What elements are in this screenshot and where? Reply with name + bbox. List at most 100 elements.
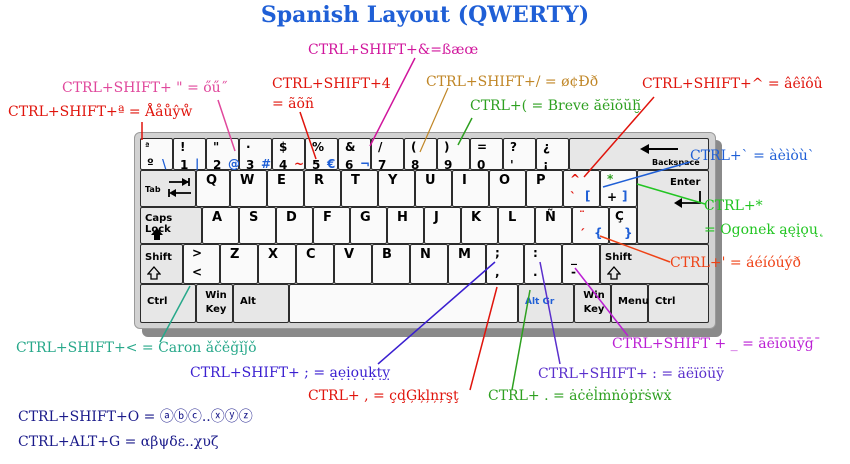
key-label: D [286, 210, 297, 225]
key-top-label: $ [279, 140, 288, 154]
left-shift-key[interactable]: Shift [140, 244, 183, 284]
key-top-label: / [378, 140, 383, 154]
backspace-key[interactable]: Backspace [569, 138, 709, 170]
key-grave[interactable]: ^ ` [ [563, 170, 600, 207]
key-x[interactable]: X [258, 244, 296, 284]
tab-arrows-icon [168, 178, 191, 197]
key-label: X [268, 247, 279, 262]
key-v[interactable]: V [334, 244, 372, 284]
connector-line [539, 261, 561, 365]
key-f[interactable]: F [313, 207, 350, 244]
key-i[interactable]: I [452, 170, 489, 207]
menu-label: Menu [618, 296, 649, 307]
key-a[interactable]: A [202, 207, 239, 244]
caps-lock-key[interactable]: Caps Lock [140, 207, 202, 244]
key-bottom-label: 4 [279, 158, 288, 172]
key-inverted-exclamation[interactable]: ¿ ¡ [536, 138, 569, 172]
key-w[interactable]: W [230, 170, 267, 207]
key-4[interactable]: $ 4 ~ [272, 138, 305, 172]
key-minus[interactable]: _ - [562, 244, 600, 284]
key-s[interactable]: S [239, 207, 276, 244]
key-altgr-label: } [624, 226, 633, 240]
menu-key[interactable]: Menu [611, 284, 649, 323]
annotation-circumflex: CTRL+SHIFT+^ = âêîôû [642, 76, 823, 92]
key-top-label: ¨ [579, 209, 585, 223]
key-d[interactable]: D [276, 207, 313, 244]
win-label: Win Key [205, 290, 227, 315]
key-b[interactable]: B [372, 244, 410, 284]
key-less-than[interactable]: > < [183, 244, 220, 284]
key-altgr-label: ¬ [360, 157, 371, 171]
key-label: P [536, 173, 546, 188]
annotation-dot-below: CTRL+SHIFT+ ; = ạẹịọụḳṭỵ [190, 365, 391, 381]
connector-line [636, 183, 706, 205]
key-e[interactable]: E [267, 170, 304, 207]
key-r[interactable]: R [304, 170, 341, 207]
key-3[interactable]: · 3 # [239, 138, 272, 172]
key-9[interactable]: ) 9 [437, 138, 470, 172]
key-bottom-label: ´ [579, 227, 585, 241]
key-l[interactable]: L [498, 207, 535, 244]
key-2[interactable]: " 2 @ [206, 138, 240, 172]
key-h[interactable]: H [387, 207, 424, 244]
key-label: C [306, 247, 316, 262]
key-top-label: ? [510, 140, 517, 154]
key-0[interactable]: = 0 [470, 138, 503, 172]
key-top-label: _ [571, 251, 577, 265]
key-ordinal[interactable]: ª º \ [140, 138, 173, 171]
key-top-label: & [345, 140, 356, 154]
key-m[interactable]: M [448, 244, 486, 284]
key-5[interactable]: % 5 € [305, 138, 338, 172]
annotation-breve: CTRL+( = Breve ăĕĭŏŭḫ̆ [470, 98, 642, 114]
key-label: H [397, 210, 408, 225]
key-label: E [277, 173, 286, 188]
key-g[interactable]: G [350, 207, 387, 244]
key-6[interactable]: & 6 ¬ [338, 138, 371, 172]
right-ctrl-key[interactable]: Ctrl [648, 284, 709, 323]
key-bottom-label: ¡ [543, 158, 549, 172]
key-top-label: ¿ [543, 140, 550, 154]
key-t[interactable]: T [341, 170, 378, 207]
key-top-label: = [477, 140, 488, 154]
key-top-label: ; [495, 246, 500, 260]
key-p[interactable]: P [526, 170, 563, 207]
annotation-slash: CTRL+SHIFT+/ = ø¢Ðð [426, 74, 599, 90]
key-label: M [458, 247, 471, 262]
key-c[interactable]: C [296, 244, 334, 284]
left-ctrl-key[interactable]: Ctrl [140, 284, 196, 323]
key-label: G [360, 210, 371, 225]
annotation-macron: CTRL+SHIFT + _ = āēīōūȳḡ¯ [612, 336, 821, 352]
key-label: S [249, 210, 259, 225]
annotation-dot-above: CTRL+ . = ȧċėl̇ṁṅȯṗṙṡẇẋ [488, 388, 672, 404]
tab-key[interactable]: Tab [140, 170, 196, 207]
right-shift-key[interactable]: Shift [600, 244, 709, 284]
left-win-key[interactable]: Win Key [196, 284, 233, 323]
key-k[interactable]: K [461, 207, 498, 244]
space-bar[interactable] [289, 284, 518, 323]
key-n-tilde[interactable]: Ñ [535, 207, 572, 244]
left-alt-key[interactable]: Alt [233, 284, 289, 323]
key-y[interactable]: Y [378, 170, 415, 207]
key-u[interactable]: U [415, 170, 452, 207]
key-label: Y [388, 173, 398, 188]
key-plus[interactable]: * + ] [600, 170, 637, 207]
key-q[interactable]: Q [196, 170, 230, 207]
key-apostrophe[interactable]: ? ' [503, 138, 536, 172]
key-c-cedilla[interactable]: Ç } [609, 207, 637, 244]
key-label: Q [206, 173, 218, 188]
key-label: W [240, 173, 255, 188]
annotation-ogonek-result: = Ogonek ąęįǫų˛ [704, 222, 825, 238]
key-1[interactable]: ! 1 | [173, 138, 206, 172]
key-7[interactable]: / 7 [371, 138, 404, 172]
key-n[interactable]: N [410, 244, 448, 284]
key-altgr-label: { [594, 226, 603, 240]
key-8[interactable]: ( 8 [404, 138, 437, 172]
key-o[interactable]: O [489, 170, 526, 207]
key-top-label: · [246, 140, 251, 154]
key-z[interactable]: Z [220, 244, 258, 284]
key-label: R [314, 173, 325, 188]
key-j[interactable]: J [424, 207, 461, 244]
annotation-cedilla: CTRL+ , = çḑĢķļņŗşţ [308, 388, 459, 404]
key-label: L [508, 210, 517, 225]
